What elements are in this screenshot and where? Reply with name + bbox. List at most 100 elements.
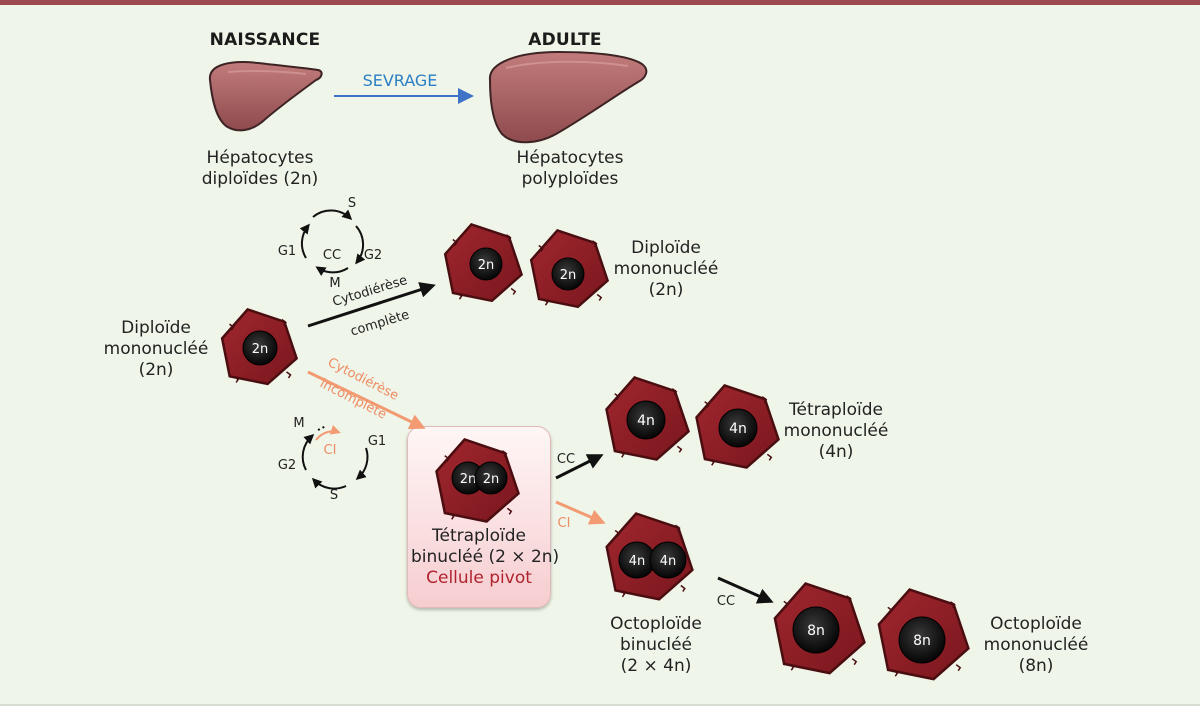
octo-mono-cell-1-ploidy-label: 8n: [807, 623, 825, 639]
pivot-cell-ploidy-label: 2n: [460, 472, 477, 487]
diploid-cell-1-junction: [506, 234, 512, 242]
tetraploid-cell-2-junction: [766, 453, 773, 461]
tetraploid-pair-label: Tétraploïde mononucléé (4n): [776, 400, 896, 463]
octo-binuc-label-3: (2 × 4n): [620, 656, 692, 676]
tetraploid-cell-1-ploidy-label: 4n: [637, 413, 655, 429]
cell-cycle-bottom: [301, 425, 369, 490]
pivot-cell-ploidy-label: 2n: [483, 472, 500, 487]
pivot-cell-junction: [506, 507, 513, 515]
octo-mono-cell-1-junction: [846, 595, 852, 603]
octo-mono-cell-1: 8n: [773, 582, 866, 675]
pivot-cell: 2n 2n: [435, 438, 520, 523]
cycle-top-g1: G1: [277, 244, 297, 259]
octo-binuc-label-2: binucléé: [619, 635, 693, 655]
diploid-cell-2-junction: [543, 298, 549, 306]
tetraploid-pair-label-3: (4n): [818, 442, 854, 462]
tetraploid-cell-1-nucleus: [626, 400, 666, 440]
octo-binuc-cell-ploidy-label: 4n: [660, 554, 677, 569]
cycle-top-g2: G2: [363, 248, 383, 263]
pivot-cell-junction: [449, 512, 455, 520]
octo-mono-cell-2-junction: [950, 601, 956, 609]
pivot-cell-label: Tétraploïde binucléé (2 × 2n) Cellule pi…: [411, 526, 560, 589]
start-cell-label-2: mononucléé: [103, 339, 209, 359]
octo-mono-cell-1-junction: [788, 663, 795, 671]
octo-binuc-cell-junction: [675, 524, 681, 532]
cycle-top-m: M: [329, 276, 341, 291]
octo-mono-cell-2-junction: [955, 664, 962, 672]
top-border: [0, 0, 1200, 5]
tetraploid-cell-2-junction: [704, 401, 710, 409]
polyploid-hepatocytes-line-2: polyploïdes: [521, 169, 619, 189]
start-cell-junction: [229, 323, 235, 331]
octo-binuc-label-1: Octoploïde: [610, 614, 702, 634]
cc-top-label: CC: [556, 452, 576, 467]
diploid-cell-1-ploidy-label: 2n: [478, 258, 495, 273]
cycle-bottom-g2: G2: [277, 458, 297, 473]
tetraploid-cell-1-junction: [671, 388, 678, 396]
octo-mono-label-3: (8n): [1018, 656, 1054, 676]
ci-arrow: [555, 500, 606, 525]
cycle-bottom-s: S: [329, 488, 339, 503]
tetraploid-cell-1-junction: [676, 445, 683, 453]
octo-mono-label-1: Octoploïde: [990, 614, 1082, 634]
diploid-hepatocytes-line-1: Hépatocytes: [206, 148, 314, 168]
start-cell-ploidy-label: 2n: [252, 342, 269, 357]
tetraploid-cell-2-junction: [761, 396, 768, 404]
start-cell-nucleus: [242, 330, 278, 366]
octo-mono-label-2: mononucléé: [983, 635, 1089, 655]
tetraploid-cell-2-ploidy-label: 4n: [729, 421, 747, 437]
diploid-hepatocytes-label: Hépatocytes diploïdes (2n): [180, 148, 340, 190]
octo-binuc-cell-nucleus: [649, 541, 687, 579]
pivot-cell-label-2: binucléé (2 × 2n): [411, 547, 560, 567]
octo-mono-cell-2-nucleus: [898, 616, 946, 664]
tetraploid-cell-2: 4n: [695, 384, 780, 469]
cycle-top-s: S: [347, 196, 357, 211]
diploid-pair-label-2: mononucléé: [613, 259, 719, 279]
ci-label: CI: [557, 516, 571, 531]
start-cell-label-3: (2n): [138, 360, 174, 380]
pivot-cell-title: Cellule pivot: [426, 568, 532, 588]
start-cell-junction: [286, 371, 292, 379]
diploid-pair-label-3: (2n): [648, 280, 684, 300]
cc-bottom-label: CC: [716, 594, 736, 609]
octo-mono-cell-1-junction: [783, 600, 789, 608]
diploid-pair-label-1: Diploïde: [631, 238, 701, 258]
octo-mono-cell-2: 8n: [877, 588, 970, 681]
cytodierese-complete-arrow: [307, 282, 436, 328]
pivot-cell-label-1: Tétraploïde: [432, 526, 526, 546]
octo-mono-label: Octoploïde mononucléé (8n): [976, 614, 1096, 677]
diploid-cell-2-junction: [592, 240, 598, 248]
diploid-hepatocytes-line-2: diploïdes (2n): [201, 169, 319, 189]
octo-mono-cell-2-junction: [887, 606, 893, 614]
octo-mono-cell-2-junction: [892, 669, 899, 677]
diploid-cell-1-junction: [510, 287, 517, 295]
octo-binuc-cell-junction: [680, 584, 686, 592]
tetraploid-cell-2-junction: [709, 458, 715, 466]
polyploid-hepatocytes-label: Hépatocytes polyploïdes: [490, 148, 650, 190]
diploid-cell-2: 2n: [529, 228, 610, 309]
start-cell-junction: [233, 375, 240, 383]
tetraploid-cell-1-junction: [619, 450, 625, 458]
octo-mono-cell-1-nucleus: [792, 606, 840, 654]
pivot-cell-junction: [444, 455, 450, 463]
diploid-cell-2-junction: [596, 293, 603, 301]
octo-mono-cell-2-ploidy-label: 8n: [913, 633, 931, 649]
cycle-bottom-m: M: [293, 416, 305, 431]
diploid-cell-1-nucleus: [469, 247, 503, 281]
octo-binuc-cell: 4n 4n: [605, 512, 694, 601]
birth-heading: NAISSANCE: [209, 30, 321, 50]
octo-binuc-cell-ploidy-label: 4n: [629, 554, 646, 569]
octo-binuc-label: Octoploïde binucléé (2 × 4n): [596, 614, 716, 677]
start-cell: 2n: [220, 307, 299, 386]
cytodierese-incomplete-arrow: [307, 370, 426, 429]
octo-mono-cell-1-junction: [851, 658, 858, 666]
tetraploid-cell-2-nucleus: [718, 408, 758, 448]
cells-layer: 2n 2n 2n 2n 2n 4n 4n 4n 4n 8n 8n: [220, 222, 970, 681]
cycle-top-cc: CC: [322, 248, 342, 263]
weaning-label: SEVRAGE: [362, 71, 438, 90]
pivot-cell-nucleus: [474, 461, 508, 495]
bottom-border: [0, 704, 1200, 706]
diploid-cell-1-junction: [457, 292, 463, 300]
liver-large-icon: [488, 50, 648, 144]
